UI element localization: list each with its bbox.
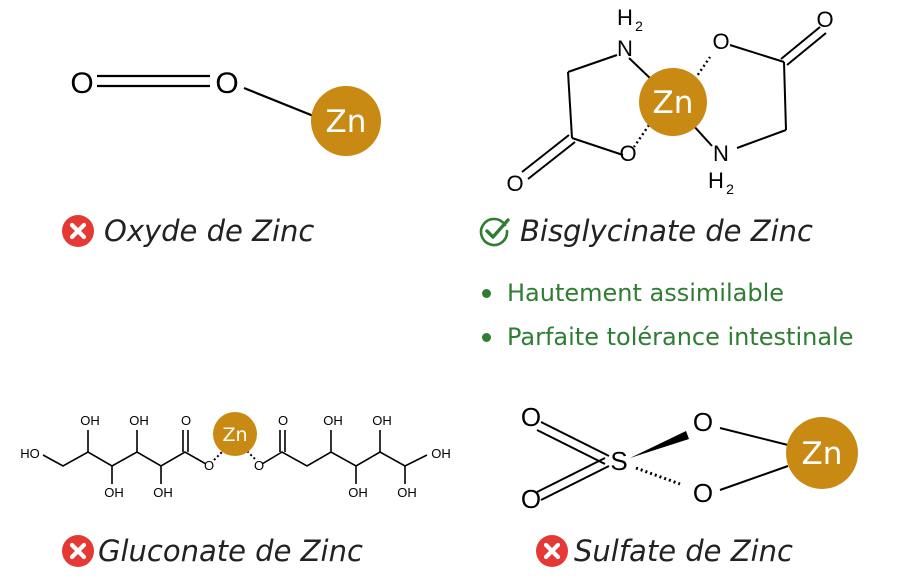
oxygen-atom: O (521, 484, 541, 514)
nitrogen-atom: N (617, 36, 633, 61)
hydroxyl-group: OH (372, 413, 392, 428)
oxygen-atom: O (70, 67, 93, 100)
benefit-item: Hautement assimilable (482, 271, 854, 315)
hydroxyl-group: OH (431, 446, 451, 461)
oxygen-atom: O (712, 29, 729, 54)
zinc-gluconate-structure: HO OH OH OH OH O O O O OH OH OH OH OH Zn (20, 412, 451, 500)
oxygen-atom: O (693, 407, 713, 437)
hydrogen-atom: H (617, 5, 633, 30)
bisglycinate-benefits-list: Hautement assimilable Parfaite tolérance… (482, 271, 854, 359)
zinc-oxide-caption: Oxyde de Zinc (62, 214, 314, 248)
benefit-text: Parfaite tolérance intestinale (507, 323, 854, 351)
oxygen-atom: O (254, 458, 264, 473)
sulfur-atom: S (610, 446, 627, 476)
hydroxyl-group: OH (153, 485, 173, 500)
oxygen-atom: O (619, 141, 636, 166)
oxygen-atom: O (693, 478, 713, 508)
cross-icon (62, 535, 94, 567)
zinc-gluconate-name: Gluconate de Zinc (98, 534, 363, 568)
hydroxyl-group: OH (80, 413, 100, 428)
subscript-two: 2 (726, 181, 734, 197)
oxygen-atom: O (181, 413, 191, 428)
zinc-label: Zn (653, 85, 694, 121)
zinc-gluconate-panel: HO OH OH OH OH O O O O OH OH OH OH OH Zn… (0, 380, 470, 579)
zinc-label: Zn (326, 104, 367, 140)
oxygen-atom: O (816, 7, 833, 32)
hydroxyl-group: OH (129, 413, 149, 428)
zinc-oxide-panel: O O Zn Oxyde de Zinc (0, 0, 440, 260)
zinc-atom (213, 412, 257, 456)
zinc-sulfate-caption: Sulfate de Zinc (536, 534, 793, 568)
zinc-bisglycinate-caption: Bisglycinate de Zinc (478, 214, 813, 248)
hydroxyl-group: OH (323, 413, 343, 428)
nitrogen-atom: N (713, 141, 729, 166)
oxygen-atom: O (521, 402, 541, 432)
zinc-bisglycinate-panel: H 2 N O O O N H 2 O Zn Bisglycinate de Z… (440, 0, 900, 360)
zinc-atom (639, 68, 707, 136)
zinc-oxide-structure: O O Zn (70, 67, 381, 156)
zinc-oxide-name: Oxyde de Zinc (104, 214, 315, 248)
oxygen-atom: O (506, 171, 523, 196)
zinc-sulfate-panel: O O S O O Zn Sulfate de Zinc (470, 380, 900, 579)
hydroxyl-group: OH (397, 485, 417, 500)
bullet-icon (482, 332, 491, 342)
zinc-atom (786, 417, 858, 489)
benefit-item: Parfaite tolérance intestinale (482, 315, 854, 359)
zinc-gluconate-caption: Gluconate de Zinc (62, 534, 363, 568)
hydrogen-atom: H (708, 168, 724, 193)
zinc-sulfate-name: Sulfate de Zinc (574, 534, 793, 568)
zinc-sulfate-structure: O O S O O Zn (521, 402, 858, 514)
cross-icon (536, 535, 568, 567)
cross-icon (62, 215, 94, 247)
checkmark-icon (479, 217, 510, 247)
zinc-bisglycinate-name: Bisglycinate de Zinc (520, 214, 813, 248)
hydroxyl-group: OH (348, 485, 368, 500)
oxygen-atom: O (204, 458, 214, 473)
hydroxyl-group: HO (20, 446, 40, 461)
benefit-text: Hautement assimilable (507, 279, 785, 307)
oxygen-atom: O (278, 413, 288, 428)
zinc-label: Zn (222, 424, 247, 446)
hydroxyl-group: OH (104, 485, 124, 500)
subscript-two: 2 (635, 18, 643, 34)
zinc-atom (311, 86, 381, 156)
oxygen-atom: O (215, 67, 238, 100)
zinc-label: Zn (802, 436, 843, 472)
bullet-icon (482, 288, 491, 298)
zinc-bisglycinate-structure: H 2 N O O O N H 2 O Zn (506, 5, 833, 197)
